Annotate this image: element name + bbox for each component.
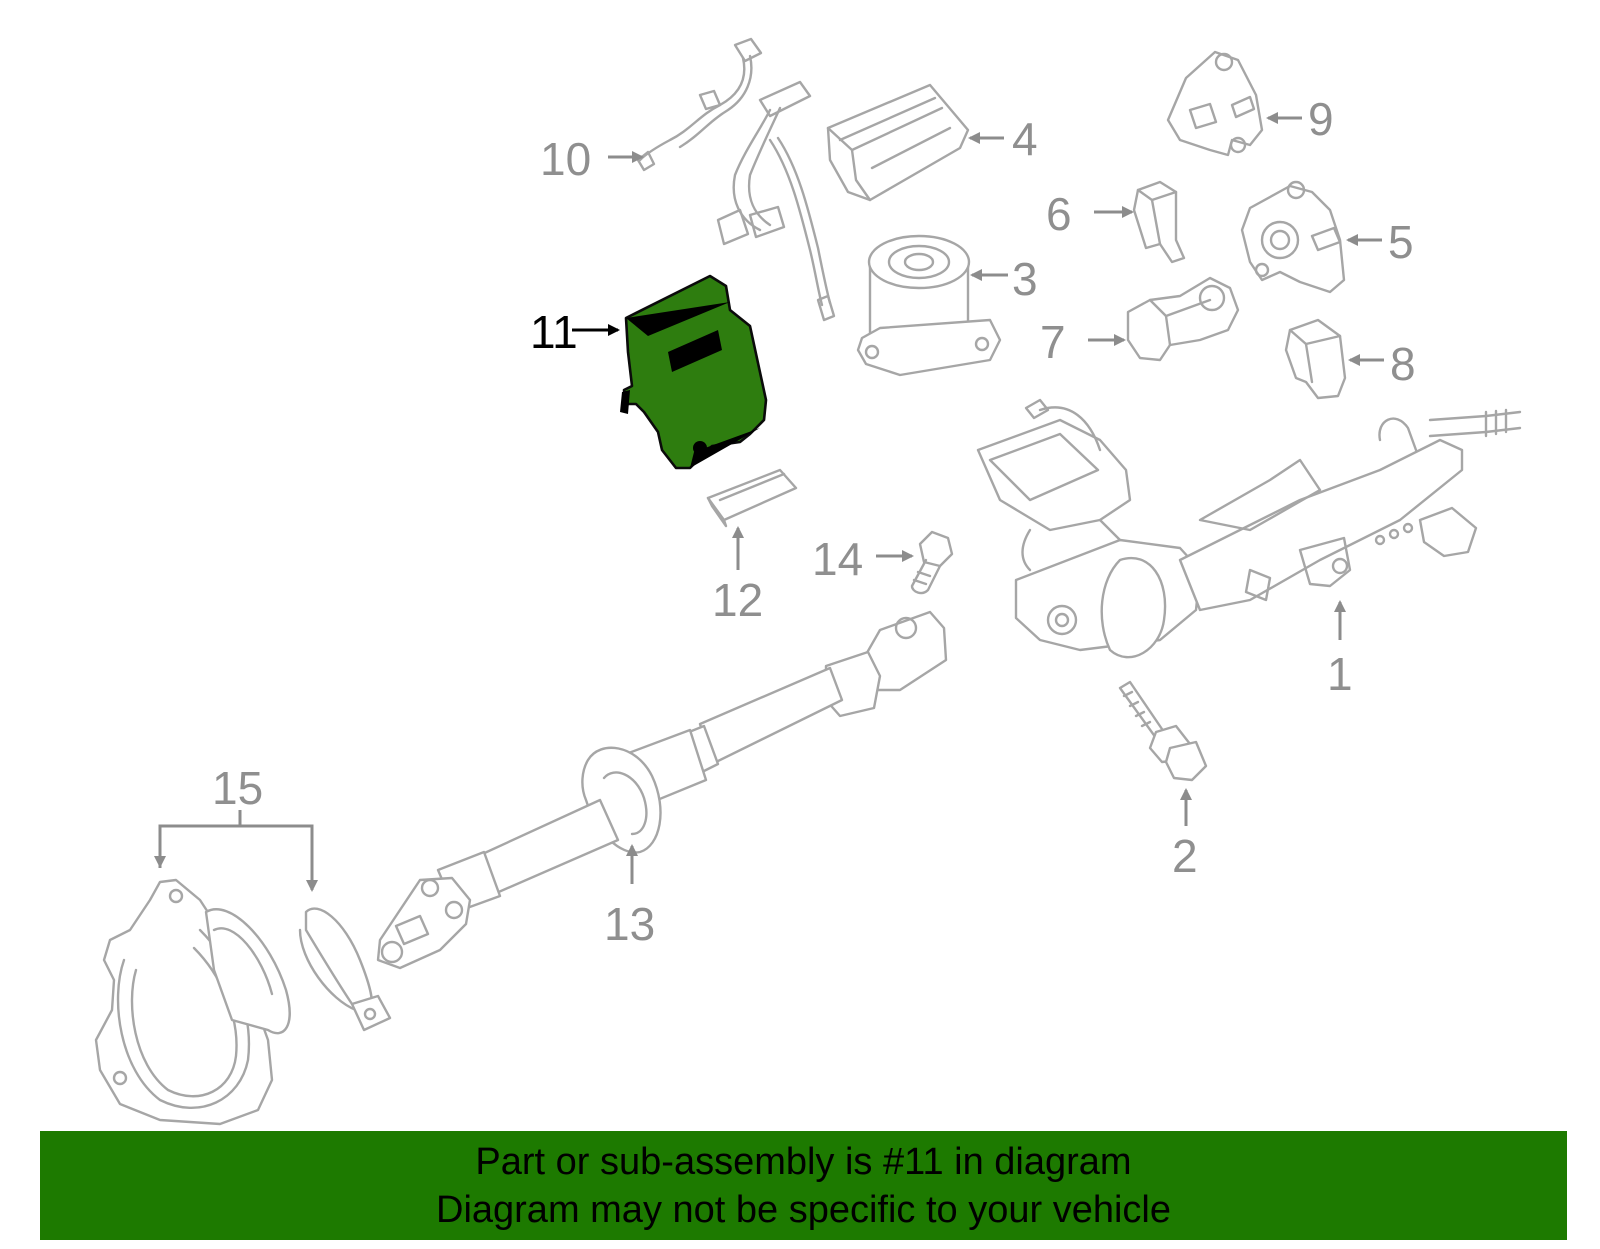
callout-10: 10 — [540, 133, 591, 185]
part-4-cover — [826, 83, 970, 202]
callout-15-leader — [158, 824, 314, 890]
callout-11[interactable]: 11 — [530, 306, 578, 358]
part-7-sensor-bracket — [1126, 276, 1240, 362]
banner-line-part: Part or sub-assembly is #11 in diagram — [475, 1140, 1132, 1183]
part-15-boot-seal — [94, 878, 392, 1126]
callout-9: 9 — [1308, 93, 1334, 145]
part-6-sensor — [1132, 180, 1186, 264]
part-3-motor — [856, 234, 1002, 377]
part-13-intermediate-shaft — [376, 610, 948, 970]
callout-2: 2 — [1172, 830, 1198, 882]
part-2-bolt — [1118, 680, 1208, 782]
part-11-control-module[interactable] — [620, 274, 768, 470]
info-banner: Part or sub-assembly is #11 in diagram D… — [40, 1131, 1567, 1240]
parts-diagram: 10 4 9 6 5 — [94, 37, 1522, 1126]
callout-15: 15 — [212, 762, 263, 814]
callout-8: 8 — [1390, 338, 1416, 390]
callout-4: 4 — [1012, 113, 1038, 165]
callout-14: 14 — [812, 533, 863, 585]
part-12-pad — [706, 468, 798, 528]
part-1-steering-column — [976, 398, 1522, 659]
banner-line-disclaimer: Diagram may not be specific to your vehi… — [436, 1188, 1171, 1231]
callout-6: 6 — [1046, 188, 1072, 240]
callout-7: 7 — [1040, 316, 1066, 368]
part-5-lock-housing — [1240, 180, 1346, 294]
part-14-bolt — [910, 530, 954, 595]
part-9-switch-bracket — [1166, 50, 1264, 157]
callout-13: 13 — [604, 898, 655, 950]
callout-3: 3 — [1012, 253, 1038, 305]
callout-5: 5 — [1388, 216, 1414, 268]
callout-1: 1 — [1327, 648, 1353, 700]
part-10-wiring-harness — [636, 37, 836, 322]
callout-12: 12 — [712, 574, 763, 626]
part-8-switch — [1284, 318, 1347, 400]
